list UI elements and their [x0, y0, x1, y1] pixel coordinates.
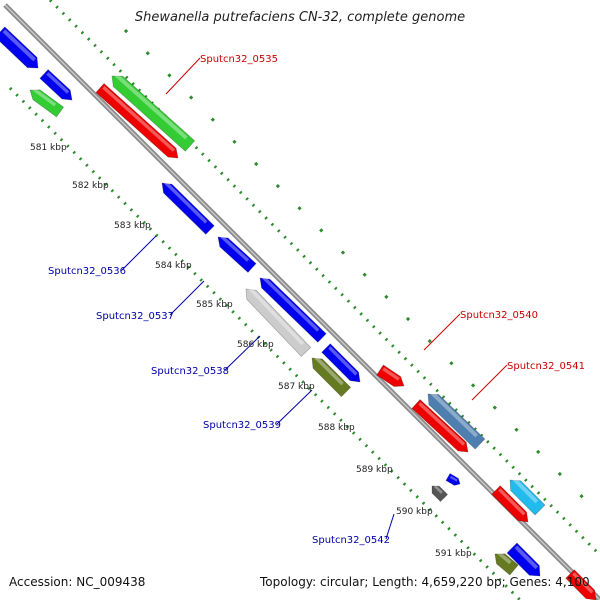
- gene-olive-bottom: [494, 551, 519, 576]
- reverse-gene-label: Sputcn32_0537: [96, 311, 174, 322]
- reverse-gene-label: Sputcn32_0542: [312, 535, 390, 546]
- ruler-label: 590 kbp: [396, 507, 433, 517]
- gene-red-0535: [95, 82, 179, 159]
- reverse-leader-line: [224, 335, 261, 371]
- gene-blue-0539: [321, 343, 361, 383]
- forward-leader-line: [471, 364, 508, 401]
- gene-steel-0541: [427, 391, 486, 450]
- gene-green-small-left: [29, 87, 65, 118]
- ruler-label: 589 kbp: [356, 465, 393, 475]
- gene-blue-small-left: [39, 69, 73, 101]
- ruler-label: 581 kbp: [30, 143, 67, 153]
- gene-red-pair: [411, 399, 469, 453]
- outer-guide-dots: [48, 0, 600, 557]
- forward-gene-label: Sputcn32_0535: [200, 54, 278, 65]
- inner-guide-dots: [8, 86, 522, 600]
- reverse-gene-label: Sputcn32_0539: [203, 420, 281, 431]
- ruler-label: 584 kbp: [155, 261, 192, 271]
- outer-tick-dashes: [123, 28, 600, 517]
- accession-label: Accession: NC_009438: [9, 575, 146, 589]
- gene-red-corner: [565, 569, 597, 600]
- gene-cyan-right: [509, 477, 546, 516]
- gene-blue-0542: [445, 472, 461, 486]
- genome-title: Shewanella putrefaciens CN-32, complete …: [134, 10, 466, 25]
- forward-gene-label: Sputcn32_0541: [507, 361, 585, 372]
- gene-blue-0537: [217, 235, 257, 273]
- reverse-leader-line: [385, 513, 395, 540]
- ruler-label: 591 kbp: [435, 549, 472, 559]
- reverse-gene-label: Sputcn32_0536: [48, 266, 126, 277]
- gene-olive-0539: [311, 355, 352, 398]
- forward-gene-label: Sputcn32_0540: [460, 310, 538, 321]
- ruler-label: 583 kbp: [114, 221, 151, 231]
- ruler-label: 587 kbp: [278, 382, 315, 392]
- gene-blue-0538: [259, 276, 327, 343]
- gene-darkgray-0542: [431, 484, 449, 503]
- gene-blue-bottom-right: [506, 542, 541, 577]
- ruler-label: 586 kbp: [237, 340, 274, 350]
- reverse-leader-line: [121, 235, 157, 271]
- ruler-label: 588 kbp: [318, 423, 355, 433]
- forward-leader-line: [165, 57, 201, 95]
- gene-green-0535: [111, 73, 196, 152]
- ruler-label: 585 kbp: [196, 300, 233, 310]
- gene-blue-top-left: [0, 26, 39, 69]
- ruler-label: 582 kbp: [72, 181, 109, 191]
- forward-leader-line: [423, 313, 461, 351]
- gene-gray-0538: [245, 287, 312, 358]
- reverse-gene-label: Sputcn32_0538: [151, 366, 229, 377]
- reverse-leader-line: [276, 389, 313, 425]
- topology-label: Topology: circular; Length: 4,659,220 bp…: [260, 575, 590, 589]
- reverse-leader-line: [169, 280, 205, 316]
- gene-red-0540: [376, 364, 405, 387]
- gene-blue-0536: [161, 181, 215, 235]
- gene-red-right: [491, 485, 529, 523]
